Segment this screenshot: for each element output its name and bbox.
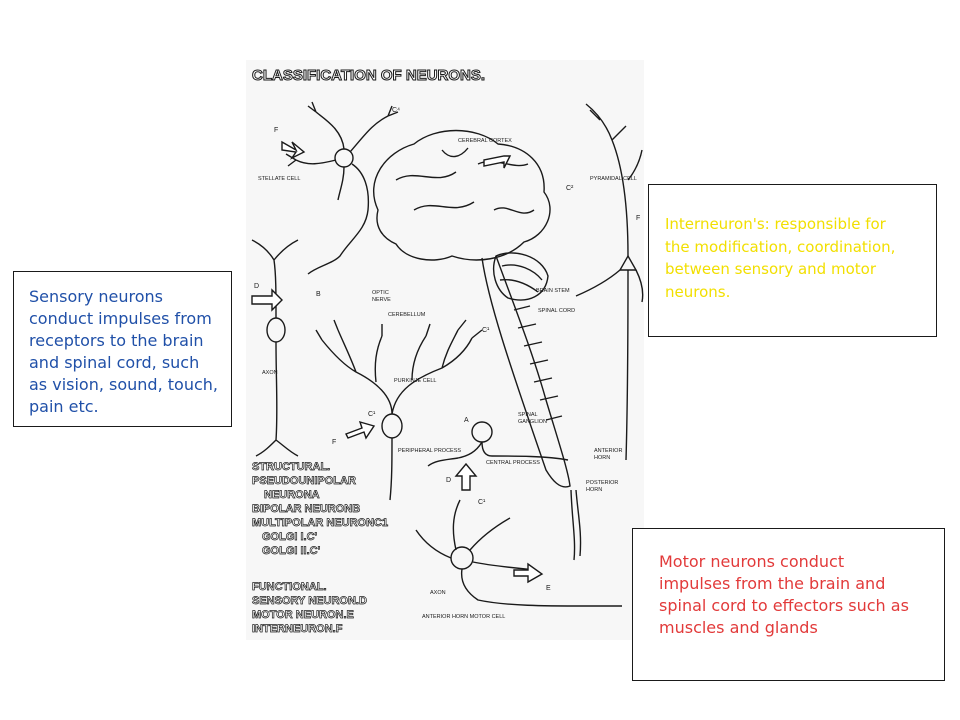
letter-f3: F xyxy=(332,439,336,446)
spinal-cord xyxy=(481,255,571,488)
legend-motor: MOTOR NEURON.E xyxy=(252,609,354,621)
motor-text-line: spinal cord to effectors such as xyxy=(659,596,909,615)
arrow-motor xyxy=(513,562,544,584)
legend-golgi-2: GOLGI II.C' xyxy=(262,545,321,557)
arrow-cortex xyxy=(483,155,512,169)
label-axon-motor: AXON xyxy=(430,590,446,596)
label-posterior: POSTERIOR xyxy=(586,480,618,486)
line-art xyxy=(251,101,644,607)
structure-labels: CEREBRAL CORTEX STELLATE CELL PYRAMIDAL … xyxy=(258,138,637,620)
cerebellum xyxy=(492,252,549,301)
sensory-text-line: conduct impulses from xyxy=(29,309,212,328)
letter-a: A xyxy=(464,417,469,424)
letter-d1: D xyxy=(254,283,259,290)
motor-neurons-textbox: Motor neurons conduct impulses from the … xyxy=(632,528,945,681)
label-axon: AXON xyxy=(262,370,278,376)
diagram-background xyxy=(246,60,644,640)
legend-sensory: SENSORY NEURON.D xyxy=(252,595,367,607)
label-cerebral-cortex: CEREBRAL CORTEX xyxy=(458,138,512,144)
letter-d2: D xyxy=(446,477,451,484)
arrow-stellate xyxy=(281,140,306,160)
label-brain-stem: BRAIN STEM xyxy=(536,288,570,294)
letter-c1a: C¹ xyxy=(482,327,490,334)
legend-pseudounipolar: PSEUDOUNIPOLAR xyxy=(252,475,356,487)
label-optic: OPTIC xyxy=(372,290,389,296)
letter-f2: F xyxy=(636,215,640,222)
motor-text-line: muscles and glands xyxy=(659,618,818,637)
letter-markers: C⁴ F C² F D B C¹ C¹ F A D C¹ E xyxy=(254,107,640,592)
arrow-ganglion xyxy=(454,462,478,491)
label-pyramidal-cell: PYRAMIDAL CELL xyxy=(590,176,637,182)
label-cerebellum: CEREBELLUM xyxy=(388,312,426,318)
legend-golgi-1: GOLGI I.C' xyxy=(262,531,318,543)
label-spinal-cord: SPINAL CORD xyxy=(538,308,575,314)
classification-legend: STRUCTURAL. PSEUDOUNIPOLAR NEURONA BIPOL… xyxy=(252,461,389,636)
legend-functional: FUNCTIONAL. xyxy=(252,581,327,593)
cerebrum xyxy=(372,129,551,261)
interneurons-textbox: Interneuron's: responsible for the modif… xyxy=(648,184,937,337)
diagram-title: CLASSIFICATION OF NEURONS. xyxy=(252,67,485,84)
legend-structural: STRUCTURAL. xyxy=(252,461,330,473)
label-spinal: SPINAL xyxy=(518,412,538,418)
neuron-classification-diagram: CLASSIFICATION OF NEURONS. xyxy=(246,60,644,640)
label-anterior-horn: HORN xyxy=(594,455,610,461)
letter-f1: F xyxy=(274,127,278,134)
arrow-bipolar xyxy=(251,288,283,312)
label-purkinje-cell: PURKINJE CELL xyxy=(394,378,437,384)
label-ganglion: GANGLION xyxy=(518,419,547,425)
legend-multipolar: MULTIPOLAR NEURONC1 xyxy=(252,517,388,529)
arrow-purkinje xyxy=(345,420,376,440)
label-central-process: CENTRAL PROCESS xyxy=(486,460,540,466)
label-anterior: ANTERIOR xyxy=(594,448,622,454)
letter-c4: C⁴ xyxy=(392,107,400,114)
sensory-text-line: Sensory neurons xyxy=(29,287,164,306)
sensory-neurons-textbox: Sensory neurons conduct impulses from re… xyxy=(13,271,232,427)
motor-text-line: Motor neurons conduct xyxy=(659,552,845,571)
letter-c1b: C¹ xyxy=(368,411,376,418)
letter-b: B xyxy=(316,291,321,298)
letter-c1c: C¹ xyxy=(478,499,486,506)
label-nerve: NERVE xyxy=(372,297,391,303)
label-peripheral-process: PERIPHERAL PROCESS xyxy=(398,448,461,454)
label-stellate-cell: STELLATE CELL xyxy=(258,176,300,182)
legend-pseudounipolar-neuron: NEURONA xyxy=(264,489,320,501)
interneuron-text-line: the modification, coordination, xyxy=(665,237,896,256)
interneuron-text-line: Interneuron's: responsible for xyxy=(665,215,886,233)
sensory-text-line: and spinal cord, such xyxy=(29,353,200,372)
sensory-text-line: as vision, sound, touch, xyxy=(29,375,218,394)
sensory-text-line: pain etc. xyxy=(29,397,99,416)
motor-text-line: impulses from the brain and xyxy=(659,574,886,593)
letter-e: E xyxy=(546,585,551,592)
legend-bipolar: BIPOLAR NEURONB xyxy=(252,503,360,515)
interneuron-text-line: neurons. xyxy=(665,282,731,301)
letter-c2: C² xyxy=(566,185,574,192)
interneuron-text-line: between sensory and motor xyxy=(665,260,876,278)
legend-interneuron: INTERNEURON.F xyxy=(252,623,343,635)
sensory-text-line: receptors to the brain xyxy=(29,331,204,350)
label-posterior-horn: HORN xyxy=(586,487,602,493)
label-anterior-horn-motor-cell: ANTERIOR HORN MOTOR CELL xyxy=(422,614,505,620)
